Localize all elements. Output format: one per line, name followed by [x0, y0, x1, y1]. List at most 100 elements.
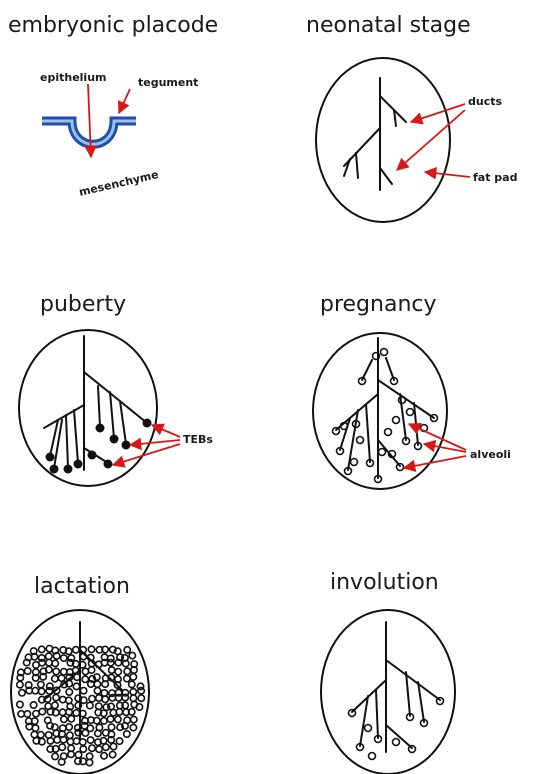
alveolus	[59, 709, 65, 715]
alveolus	[108, 724, 114, 730]
alveolus	[131, 716, 137, 722]
label-tebs: TEBs	[183, 433, 213, 446]
alveolus	[96, 703, 102, 709]
alveolus	[109, 751, 115, 757]
alveolus	[94, 688, 100, 694]
panel-puberty: puberty T	[19, 292, 213, 486]
alveolus	[52, 702, 58, 708]
alveolus	[52, 753, 58, 759]
alveoli-clusters	[333, 349, 438, 483]
alveolus	[87, 737, 93, 743]
alveolus	[39, 646, 45, 652]
label-ducts: ducts	[468, 95, 502, 108]
label-tegument: tegument	[138, 76, 198, 89]
alveolus	[130, 689, 136, 695]
alveolus	[38, 681, 44, 687]
alveolus	[82, 730, 88, 736]
fat-pad-outline	[321, 610, 455, 774]
alveolus	[89, 696, 95, 702]
alveolus	[52, 676, 58, 682]
alveolus	[80, 746, 86, 752]
alveolus	[103, 744, 109, 750]
alveolus	[73, 683, 79, 689]
alveolus	[107, 716, 113, 722]
alveolus	[58, 675, 64, 681]
alveolus	[82, 676, 88, 682]
teb-arrow-1	[152, 425, 180, 437]
label-alveoli: alveoli	[470, 448, 511, 461]
ductal-tree	[44, 336, 147, 470]
alveolus	[53, 694, 59, 700]
title-puberty: puberty	[40, 292, 126, 317]
alveolus	[66, 724, 72, 730]
ductal-tree	[344, 78, 406, 190]
alveolus	[59, 744, 65, 750]
alveolus	[32, 725, 38, 731]
ductal-tree	[336, 338, 434, 478]
alveolus	[96, 746, 102, 752]
alveolus	[38, 688, 44, 694]
panel-neonatal-stage: neonatal stage ducts fat pad	[306, 13, 517, 222]
alveolus	[61, 716, 67, 722]
alveolus	[88, 646, 94, 652]
alveolus	[19, 690, 25, 696]
ducts-arrow-1	[411, 104, 465, 122]
alveolus	[46, 653, 52, 659]
alveolus	[101, 690, 107, 696]
alveolus	[68, 716, 74, 722]
panel-involution: involution	[321, 570, 455, 774]
panel-pregnancy: pregnancy alveoli	[313, 292, 511, 489]
alveolus	[87, 702, 93, 708]
alveolus	[96, 695, 102, 701]
alveolus	[124, 675, 130, 681]
alveolus	[102, 696, 108, 702]
panel-embryonic-placode: embryonic placode epithelium tegument me…	[8, 13, 218, 199]
alveolus	[124, 647, 130, 653]
panel-lactation: lactation	[11, 574, 149, 774]
alveolus	[130, 724, 136, 730]
alveolus	[129, 652, 135, 658]
label-mesenchyme: mesenchyme	[78, 168, 160, 199]
alveolus	[30, 702, 36, 708]
alveolus	[47, 738, 53, 744]
alveolus	[61, 655, 67, 661]
alveolus	[116, 738, 122, 744]
ducts-arrow-2	[397, 110, 465, 170]
alveolus	[75, 752, 81, 758]
alveolus	[38, 732, 44, 738]
alveolus	[115, 669, 121, 675]
alveolus	[124, 731, 130, 737]
alveolus	[66, 689, 72, 695]
title-neonatal-stage: neonatal stage	[306, 13, 471, 38]
fat-pad-arrow	[425, 172, 470, 177]
label-fat-pad: fat pad	[473, 171, 517, 184]
alveolus	[25, 668, 31, 674]
alveolus	[130, 695, 136, 701]
alveolus	[33, 711, 39, 717]
alveolus	[101, 753, 107, 759]
title-involution: involution	[330, 570, 439, 595]
alveolus	[129, 681, 135, 687]
alveolus	[73, 647, 79, 653]
alveolus	[80, 688, 86, 694]
alveolus	[52, 660, 58, 666]
alveolus	[88, 667, 94, 673]
alveolus	[67, 732, 73, 738]
title-lactation: lactation	[34, 574, 130, 599]
alveolus	[89, 745, 95, 751]
alveolus	[101, 718, 107, 724]
alveolus	[39, 708, 45, 714]
alveolus	[94, 681, 100, 687]
alveolus	[17, 701, 23, 707]
alveolus	[109, 667, 115, 673]
alveolus	[73, 710, 79, 716]
alveolus	[138, 695, 144, 701]
alveolus	[138, 688, 144, 694]
alveolus	[46, 660, 52, 666]
alveolus	[110, 743, 116, 749]
alveolus	[124, 668, 130, 674]
tegument-arrow	[119, 89, 130, 113]
teb-arrow-2	[130, 440, 180, 445]
alveolus	[17, 682, 23, 688]
